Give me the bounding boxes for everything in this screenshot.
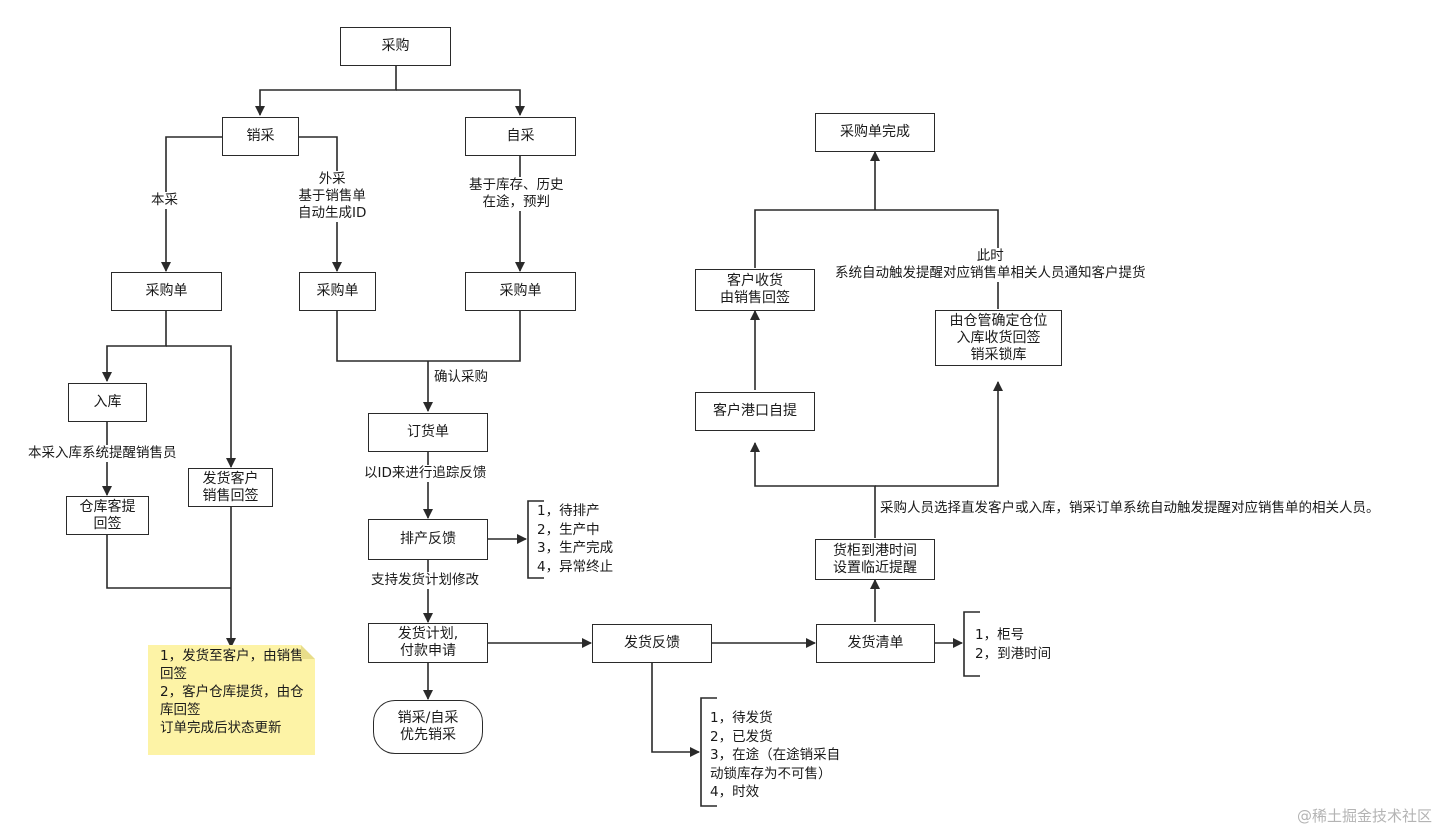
node-caigoudan-wancheng: 采购单完成 bbox=[815, 113, 935, 152]
edge-xiaocai-bencai bbox=[161, 136, 222, 272]
node-fahuo-jihua: 发货计划, 付款申请 bbox=[368, 623, 488, 663]
note-line-1: 1，发货至客户，由销售回签 bbox=[160, 648, 304, 682]
note-line-2: 2，客户仓库提货，由仓库回签 bbox=[160, 684, 304, 718]
sticky-note: 1，发货至客户，由销售回签 2，客户仓库提货，由仓库回签 订单完成后状态更新 bbox=[148, 645, 315, 755]
node-huogui-daogang: 货柜到港时间 设置临近提醒 bbox=[815, 539, 935, 580]
node-kehu-gangkou: 客户港口自提 bbox=[695, 392, 815, 431]
list-qingdan-fields: 1，柜号 2，到港时间 bbox=[975, 627, 1052, 662]
bracket-paichan bbox=[527, 500, 544, 579]
note-fold bbox=[301, 645, 315, 659]
edge-huogui-cangguan bbox=[875, 381, 1003, 487]
node-fahuo-kehu: 发货客户 销售回签 bbox=[188, 468, 273, 507]
edge-caigoudan-ruku bbox=[102, 311, 167, 382]
label-caigou-renyuan: 采购人员选择直发客户或入库，销采订单系统自动触发提醒对应销售单的相关人员。 bbox=[878, 500, 1382, 517]
label-cishi: 此时 系统自动触发提醒对应销售单相关人员通知客户提货 bbox=[833, 248, 1148, 282]
node-zicai: 自采 bbox=[465, 117, 576, 156]
watermark: @稀土掘金技术社区 bbox=[1296, 807, 1432, 825]
node-xiaocai-zicai: 销采/自采 优先销采 bbox=[373, 700, 483, 754]
node-caigou: 采购 bbox=[340, 27, 451, 66]
label-waicai: 外采 基于销售单 自动生成ID bbox=[296, 171, 369, 222]
list-fankui-status: 1，待发货 2，已发货 3，在途（在途销采自 动锁库存为不可售） 4，时效 bbox=[710, 710, 841, 800]
node-kehu-shouhuo: 客户收货 由销售回签 bbox=[695, 269, 815, 311]
edge-fankui-list bbox=[651, 663, 700, 757]
node-ruku: 入库 bbox=[68, 383, 147, 422]
node-xiaocai: 销采 bbox=[222, 117, 299, 156]
list-paichan-status: 1，待排产 2，生产中 3，生产完成 4，异常终止 bbox=[537, 503, 614, 575]
label-kucun: 基于库存、历史 在途，预判 bbox=[467, 177, 566, 211]
node-fahuo-qingdan: 发货清单 bbox=[816, 624, 935, 663]
node-cangku-ketai: 仓库客提 回签 bbox=[66, 496, 149, 535]
edge-merge-dinghuodan bbox=[336, 311, 521, 411]
label-yiid: 以ID来进行追踪反馈 bbox=[362, 465, 489, 482]
node-caigoudan-2: 采购单 bbox=[299, 272, 376, 311]
note-line-3: 订单完成后状态更新 bbox=[160, 720, 282, 736]
node-paichan-fankui: 排产反馈 bbox=[368, 519, 488, 560]
edge-xiaocai-waicai bbox=[299, 136, 342, 272]
edge-to-note bbox=[106, 506, 231, 647]
node-caigoudan-3: 采购单 bbox=[465, 272, 576, 311]
bracket-fankui bbox=[700, 697, 717, 807]
edge-caigou-xiaocai bbox=[255, 66, 397, 116]
node-fahuo-fankui: 发货反馈 bbox=[592, 624, 712, 663]
label-zhichi: 支持发货计划修改 bbox=[369, 572, 481, 589]
edge-caigou-zicai bbox=[396, 89, 525, 116]
edge-caigoudan-fahuokehu bbox=[166, 345, 236, 468]
label-bencai: 本采 bbox=[149, 192, 180, 209]
node-dinghuodan: 订货单 bbox=[368, 413, 488, 452]
edge-huogui-split bbox=[750, 442, 876, 538]
label-queren: 确认采购 bbox=[432, 369, 490, 386]
node-caigoudan-1: 采购单 bbox=[111, 272, 222, 311]
bracket-qingdan bbox=[963, 611, 980, 677]
node-cangguan-queding: 由仓管确定仓位 入库收货回签 销采锁库 bbox=[935, 310, 1062, 366]
label-bencai-ruku: 本采入库系统提醒销售员 bbox=[26, 445, 179, 462]
